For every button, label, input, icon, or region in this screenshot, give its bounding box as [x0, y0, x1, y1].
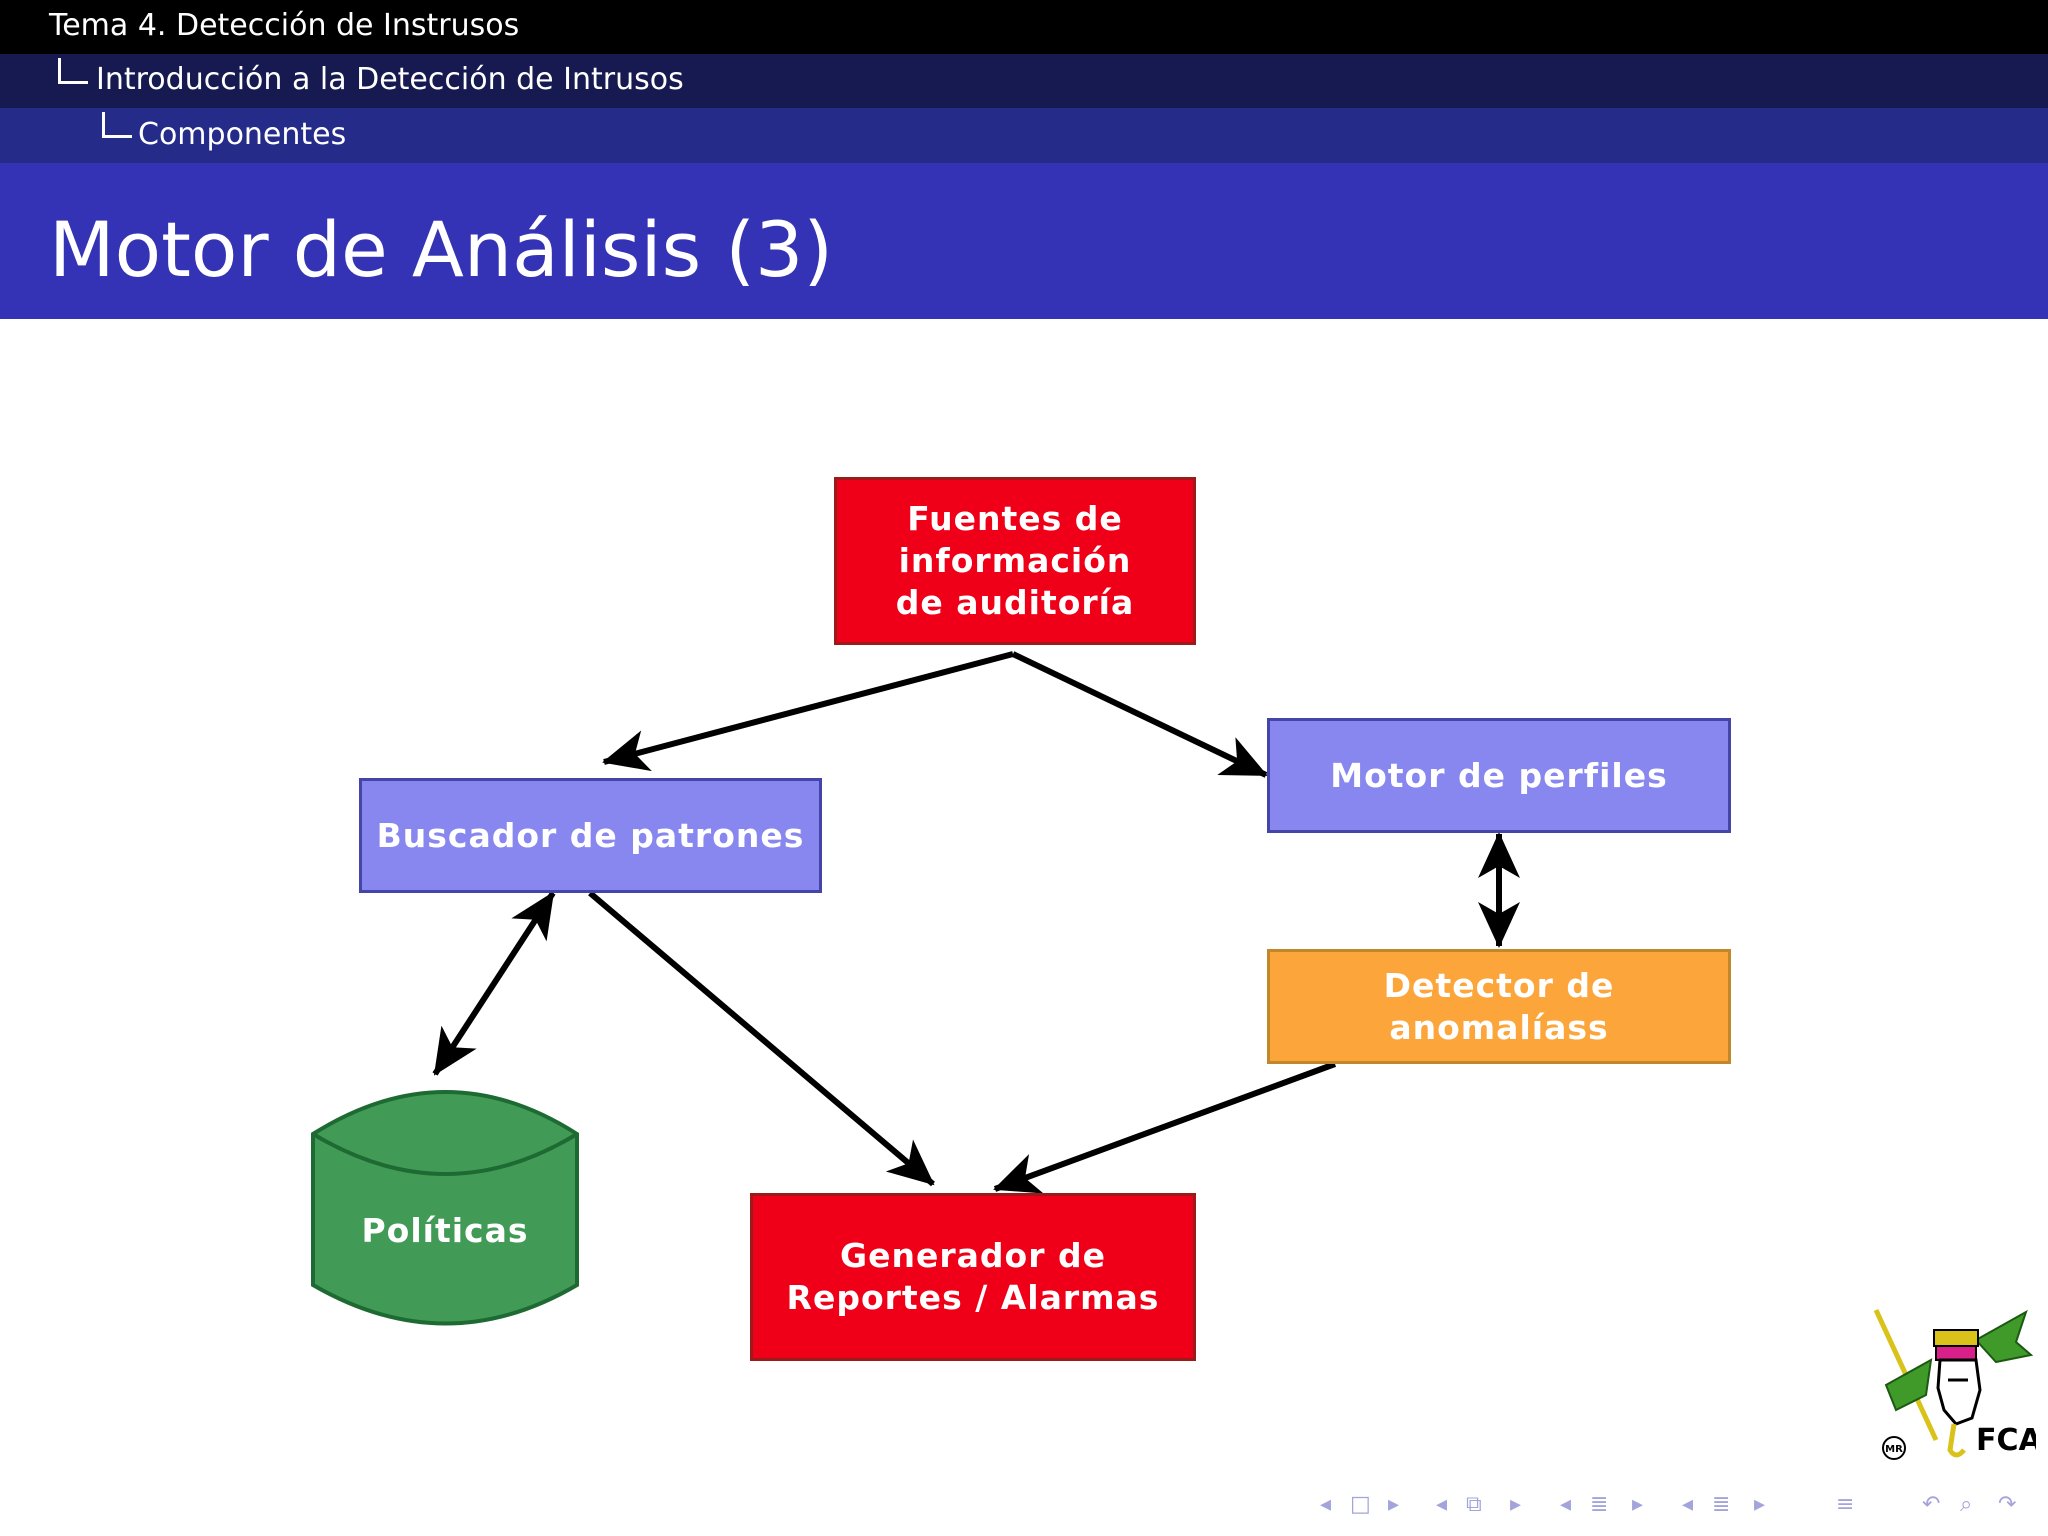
logo-mark: FCA: [1976, 1423, 2036, 1458]
node-label: Generador de Reportes / Alarmas: [786, 1236, 1160, 1317]
nav-right-arrow-icon[interactable]: ▸: [1632, 1492, 1644, 1517]
fca-logo: MR FCA: [1873, 1308, 2036, 1460]
edge-buscador-politicas: [432, 891, 556, 1076]
edge-buscador-generador: [588, 890, 935, 1187]
section-icon[interactable]: ≣: [1590, 1492, 1609, 1517]
tree-elbow-icon: [58, 58, 88, 84]
node-motor-perfiles: Motor de perfiles: [1267, 718, 1731, 833]
nav-left-arrow-icon[interactable]: ◂: [1436, 1492, 1448, 1517]
node-detector-anomalias: Detector de anomalíass: [1267, 949, 1731, 1064]
toc-icon[interactable]: ≣: [1712, 1492, 1731, 1517]
nav-left-arrow-icon[interactable]: ◂: [1682, 1492, 1694, 1517]
slide-title-bar: Motor de Análisis (3): [0, 163, 2048, 319]
database-cylinder-icon: [311, 1090, 579, 1326]
node-label: Buscador de patrones: [376, 815, 805, 855]
header-subsection-row: Introducción a la Detección de Intrusos: [0, 54, 2048, 108]
align-icon[interactable]: ≡: [1836, 1492, 1855, 1517]
header-section-title[interactable]: Tema 4. Detección de Instrusos: [49, 8, 520, 43]
node-label: Motor de perfiles: [1330, 755, 1668, 795]
header-subsection-title[interactable]: Introducción a la Detección de Intrusos: [96, 62, 684, 97]
edge-fuentes-buscador: [602, 651, 1014, 772]
nav-right-arrow-icon[interactable]: ▸: [1510, 1492, 1522, 1517]
nav-left-arrow-icon[interactable]: ◂: [1320, 1492, 1332, 1517]
header-subsubsection-title[interactable]: Componentes: [138, 117, 347, 152]
node-label: Fuentes de información de auditoría: [895, 499, 1135, 622]
frame-icon[interactable]: □: [1350, 1492, 1371, 1517]
slide-navigation-bar: ◂ □ ▸ ◂ ⧉ ▸ ◂ ≣ ▸ ◂ ≣ ▸ ≡ ↶ ⌕ ↷: [1310, 1488, 2040, 1524]
page-title: Motor de Análisis (3): [49, 205, 834, 294]
node-buscador-patrones: Buscador de patrones: [359, 778, 822, 893]
header-subsubsection-row: Componentes: [0, 108, 2048, 163]
subsection-icon[interactable]: ⧉: [1466, 1492, 1482, 1517]
node-generador-reportes: Generador de Reportes / Alarmas: [750, 1193, 1196, 1361]
node-politicas: Políticas: [361, 1210, 529, 1250]
redo-icon[interactable]: ↷: [1998, 1492, 2017, 1517]
nav-right-arrow-icon[interactable]: ▸: [1388, 1492, 1400, 1517]
tree-elbow-icon: [102, 112, 132, 138]
undo-icon[interactable]: ↶: [1922, 1492, 1941, 1517]
edge-fuentes-motor: [1011, 651, 1268, 778]
nav-left-arrow-icon[interactable]: ◂: [1560, 1492, 1572, 1517]
search-icon[interactable]: ⌕: [1960, 1492, 1973, 1517]
edge-detector-generador: [993, 1061, 1337, 1194]
nav-right-arrow-icon[interactable]: ▸: [1754, 1492, 1766, 1517]
node-fuentes-informacion: Fuentes de información de auditoría: [834, 477, 1196, 645]
node-label: Detector de anomalíass: [1383, 965, 1615, 1047]
header-section-row: Tema 4. Detección de Instrusos: [0, 0, 2048, 54]
logo-badge: MR: [1885, 1444, 1903, 1455]
